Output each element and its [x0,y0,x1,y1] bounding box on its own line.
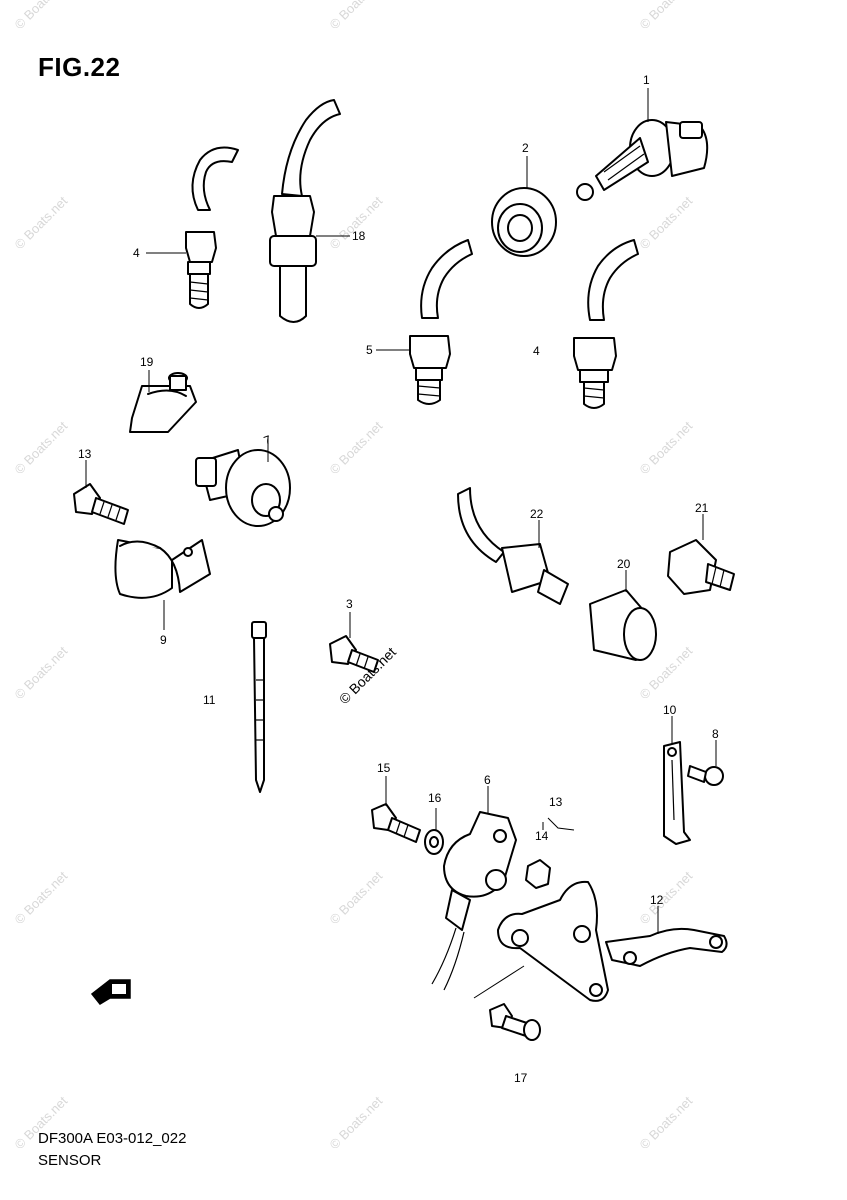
watermark: © Boats.net [12,193,71,252]
callout-21: 21 [695,501,709,515]
part-11-cable-tie [251,621,267,793]
part-8-screw [687,740,724,786]
callout-14: 14 [535,829,549,843]
watermark: © Boats.net [327,1093,386,1152]
part-12-lever-arm [605,906,728,967]
callout-8: 8 [712,727,719,741]
part-6-position-sensor [431,786,517,991]
callout-22: 22 [530,507,544,521]
callout-13: 13 [78,447,92,461]
callout-19: 19 [140,355,154,369]
watermark: © Boats.net [327,0,386,32]
callout-9: 9 [160,633,167,647]
watermark: © Boats.net [327,193,386,252]
part-22-sensor [457,487,569,605]
watermark: © Boats.net [637,1093,696,1152]
callout-1: 1 [643,73,650,87]
callout-3: 3 [346,597,353,611]
callout-15: 15 [377,761,391,775]
part-9-clip [114,539,211,630]
watermark: © Boats.net [327,868,386,927]
callout-12: 12 [650,893,664,907]
callout-18: 18 [352,229,366,243]
part-19-clamp [129,370,197,433]
callout-17: 17 [514,1071,528,1085]
callout-2: 2 [522,141,529,155]
callout-6: 6 [484,773,491,787]
part-14-nut [525,817,575,889]
callout-13: 13 [549,795,563,809]
watermark: © Boats.net [327,418,386,477]
figure-name: SENSOR [38,1152,102,1169]
part-4-sensor-right [573,239,639,409]
watermark: © Boats.net [12,0,71,32]
part-18-sensor [269,99,350,323]
callout-16: 16 [428,791,442,805]
part-15-bolt [371,776,421,843]
part-17-bolt [489,1003,541,1041]
watermark: © Boats.net [637,418,696,477]
part-16-washer [424,808,444,855]
part-10-bracket [663,716,691,845]
front-arrow-icon [90,979,131,1005]
callout-5: 5 [366,343,373,357]
part-2-grommet [491,156,557,257]
watermark: © Boats.net [637,868,696,927]
callout-11: 11 [203,693,216,707]
watermark: © Boats.net [12,418,71,477]
callouts: 1 2 4 18 5 4 19 7 13 22 21 20 3 9 11 10 … [78,73,719,1085]
part-3-bolt [329,612,379,673]
callout-4: 4 [533,344,540,358]
part-5-sensor [376,239,473,405]
part-13-bolt [73,460,129,525]
watermark: © Boats.net [637,193,696,252]
part-20-cap [589,570,657,661]
part-4-sensor-left [146,146,239,309]
watermark: © Boats.net [12,643,71,702]
part-lever-plate [473,880,609,1002]
watermark: © Boats.net [12,868,71,927]
callout-10: 10 [663,703,677,717]
part-21-plug [667,514,735,595]
part-7-knock-sensor [195,436,291,527]
callout-7: 7 [262,432,273,448]
figure-code: DF300A E03-012_022 [38,1130,187,1147]
part-1-sensor [576,88,709,201]
watermark: © Boats.net [637,0,696,32]
callout-20: 20 [617,557,631,571]
callout-4: 4 [133,246,140,260]
figure-title: FIG.22 [38,52,121,82]
